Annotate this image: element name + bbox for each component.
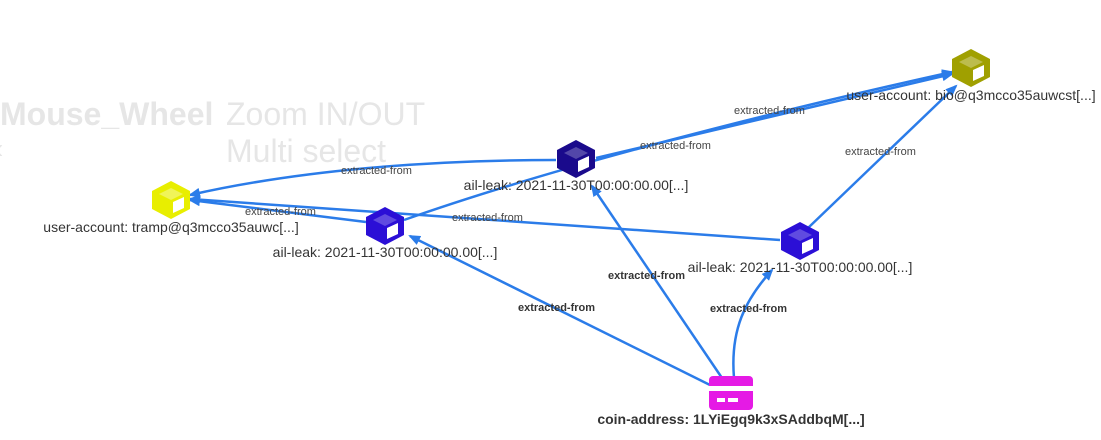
edge-ail-top-to-ua-tramp[interactable] [188, 158, 557, 198]
cube-icon [557, 140, 595, 178]
edge-labels: extracted-from extracted-from extracted-… [245, 105, 916, 315]
edge-label: extracted-from [452, 212, 523, 224]
node-coin-address[interactable]: coin-address: 1LYiEgq9k3xSAddbqM[...] [597, 376, 865, 427]
edge-coin-to-ail-top[interactable] [590, 184, 724, 379]
edge-label: extracted-from [608, 270, 685, 282]
help-key-fragment: ‹ [0, 133, 3, 165]
node-label: user-account: tramp@q3mcco35auwc[...] [43, 219, 298, 235]
cube-icon [152, 181, 190, 219]
help-key-mouse-wheel: Mouse_Wheel [0, 96, 214, 132]
edge-coin-to-ail-right[interactable] [732, 268, 774, 379]
credit-card-icon [709, 376, 753, 410]
node-ail-leak-left[interactable]: ail-leak: 2021-11-30T00:00:00.00[...] [273, 207, 498, 260]
edge-label: extracted-from [245, 206, 316, 218]
node-user-account-bio[interactable]: user-account: bio@q3mcco35auwcst[...] [846, 49, 1096, 103]
cube-icon [366, 207, 404, 245]
edge-label: extracted-from [518, 302, 595, 314]
node-label: ail-leak: 2021-11-30T00:00:00.00[...] [273, 244, 498, 260]
help-text-multi-select: Multi select [226, 133, 387, 169]
help-text-zoom: Zoom IN/OUT [226, 96, 426, 132]
edge-ail-left-to-ua-tramp[interactable] [188, 196, 367, 224]
edge-ail-right-to-ua-bio[interactable] [807, 84, 958, 229]
node-user-account-tramp[interactable]: user-account: tramp@q3mcco35auwc[...] [43, 181, 299, 235]
cube-icon [781, 222, 819, 260]
edge-ail-left-to-ua-bio[interactable] [403, 69, 954, 222]
node-label: coin-address: 1LYiEgq9k3xSAddbqM[...] [597, 411, 864, 427]
node-label: user-account: bio@q3mcco35auwcst[...] [846, 87, 1095, 103]
edges [188, 69, 958, 388]
edge-ail-right-to-ua-tramp[interactable] [188, 194, 781, 242]
edge-label: extracted-from [341, 165, 412, 177]
node-label: ail-leak: 2021-11-30T00:00:00.00[...] [688, 259, 913, 275]
edge-label: extracted-from [734, 105, 805, 117]
cube-icon [952, 49, 990, 87]
edge-label: extracted-from [640, 140, 711, 152]
node-label: ail-leak: 2021-11-30T00:00:00.00[...] [464, 177, 689, 193]
edge-coin-to-ail-left[interactable] [408, 234, 713, 388]
node-ail-leak-right[interactable]: ail-leak: 2021-11-30T00:00:00.00[...] [688, 222, 913, 275]
node-ail-leak-top[interactable]: ail-leak: 2021-11-30T00:00:00.00[...] [464, 140, 689, 193]
edge-label: extracted-from [710, 303, 787, 315]
edge-label: extracted-from [845, 146, 916, 158]
